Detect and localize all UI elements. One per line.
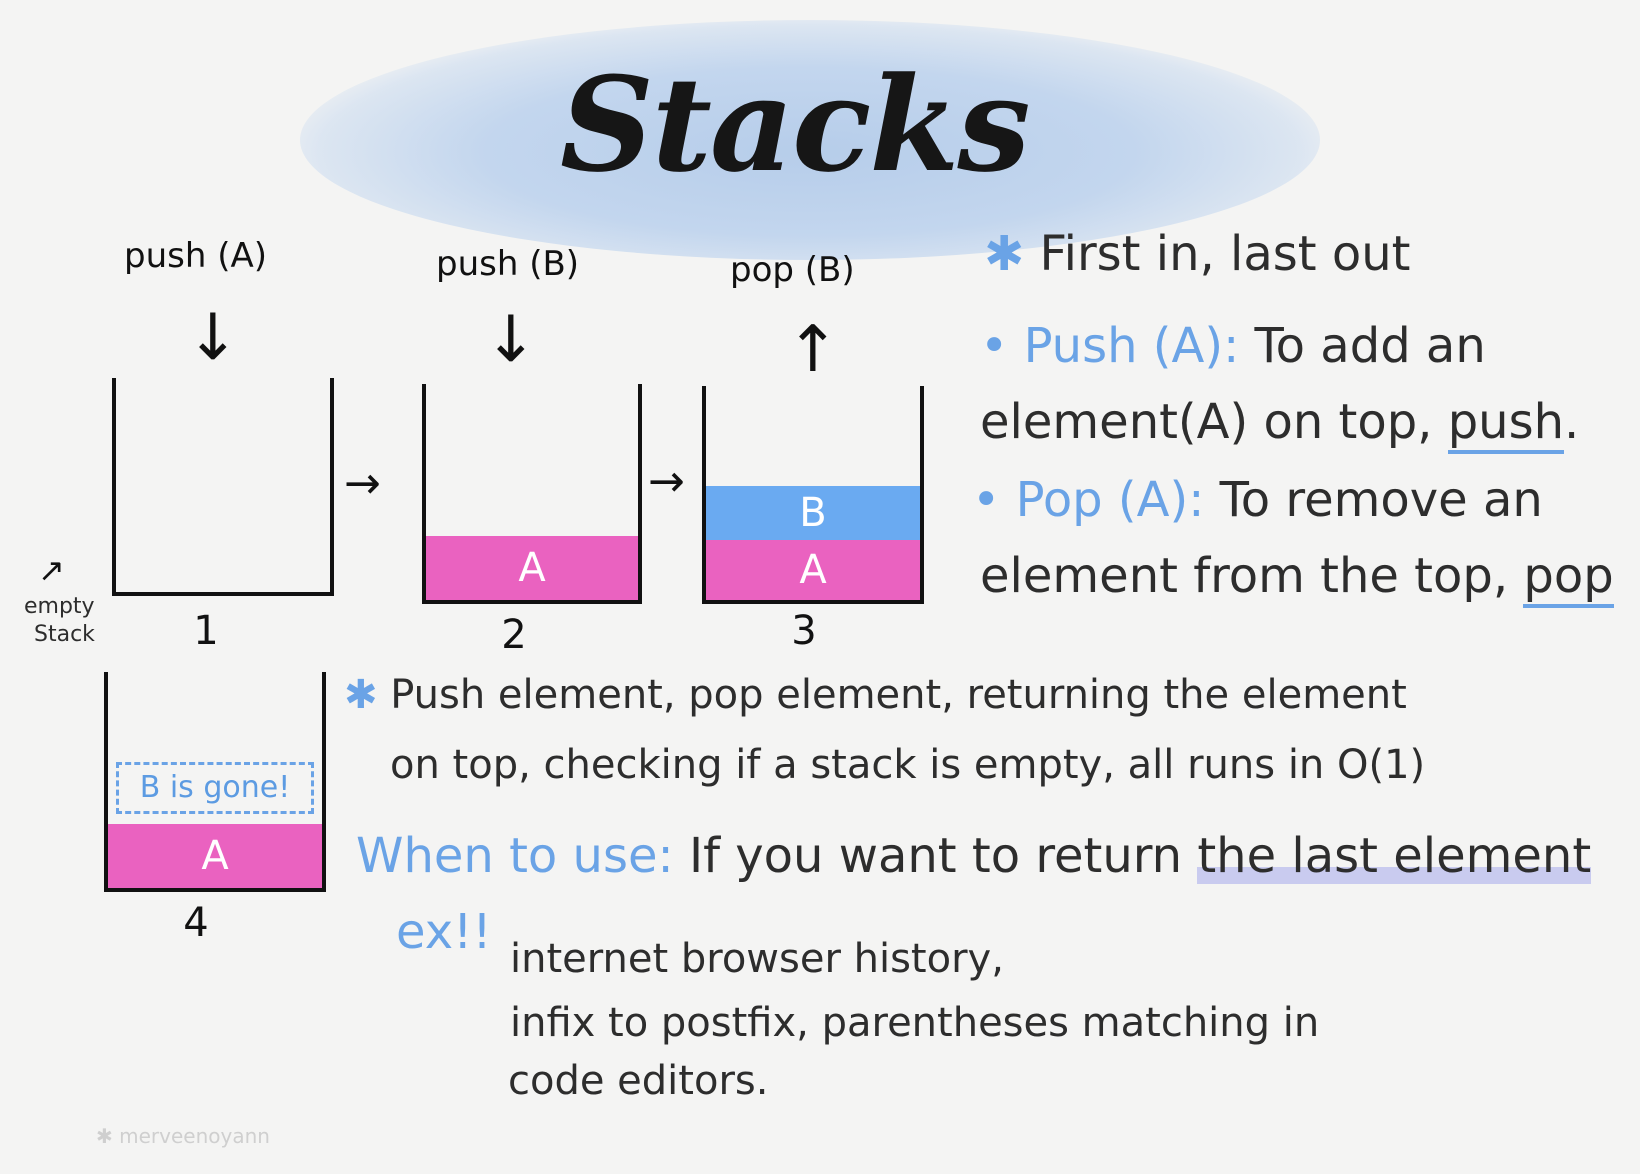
pop-definition-line2: element from the top, pop xyxy=(980,548,1614,608)
arrow-down-icon: ↓ xyxy=(186,301,240,375)
example-line2: infix to postfix, parentheses matching i… xyxy=(510,1000,1320,1046)
example-line3: code editors. xyxy=(508,1058,769,1104)
empty-stack-label: empty xyxy=(24,594,95,619)
transition-arrow-icon: → xyxy=(648,456,685,507)
stack-cell-a: A xyxy=(108,824,322,888)
pop-keyword: pop xyxy=(1523,548,1614,608)
stack-cell-a: A xyxy=(706,540,920,600)
stack-cell-b: B xyxy=(706,486,920,540)
when-to-use: When to use: If you want to return the l… xyxy=(356,828,1592,884)
step-number-3: 3 xyxy=(791,608,817,654)
example-line1: internet browser history, xyxy=(510,936,1004,982)
push-line1: To add an xyxy=(1254,318,1486,374)
push-term: Push (A): xyxy=(1023,318,1240,374)
transition-arrow-icon: → xyxy=(344,458,381,509)
push-definition-line2: element(A) on top, push. xyxy=(980,394,1579,454)
op-label-push-b: push (B) xyxy=(436,244,580,284)
asterisk-icon: ✱ xyxy=(344,672,378,718)
step-number-4: 4 xyxy=(183,900,209,946)
complexity-line1: Push element, pop element, returning the… xyxy=(390,672,1407,718)
stack-step-3: A B xyxy=(702,386,924,604)
when-to-use-highlight: the last element xyxy=(1197,828,1592,884)
op-label-pop-b: pop (B) xyxy=(730,250,855,290)
pop-definition: • Pop (A): To remove an xyxy=(972,472,1543,528)
when-to-use-text: If you want to return xyxy=(688,828,1183,884)
op-label-push-a: push (A) xyxy=(124,236,267,276)
gone-element-outline: B is gone! xyxy=(116,762,314,814)
pointer-arrow-icon: ↗ xyxy=(38,551,65,589)
empty-stack-label-line2: Stack xyxy=(34,622,95,647)
pop-term: Pop (A): xyxy=(1015,472,1205,528)
pop-line2: element from the top, xyxy=(980,548,1509,604)
step-number-2: 2 xyxy=(501,612,527,658)
when-to-use-label: When to use: xyxy=(356,828,674,884)
push-line2: element(A) on top, xyxy=(980,394,1433,450)
arrow-up-icon: ↑ xyxy=(786,313,840,387)
asterisk-icon: ✱ xyxy=(984,226,1025,282)
push-definition: • Push (A): To add an xyxy=(980,318,1486,374)
arrow-down-icon: ↓ xyxy=(484,303,538,377)
stack-step-4: B is gone! A xyxy=(104,672,326,892)
stack-step-1 xyxy=(112,378,334,596)
step-number-1: 1 xyxy=(193,608,219,654)
lifo-text: First in, last out xyxy=(1039,226,1411,282)
pop-line1: To remove an xyxy=(1219,472,1543,528)
lifo-note: ✱ First in, last out xyxy=(984,226,1410,282)
bullet-icon: • xyxy=(980,318,1009,374)
title-watercolor-background xyxy=(300,20,1320,260)
bullet-icon: • xyxy=(972,472,1001,528)
complexity-line2: on top, checking if a stack is empty, al… xyxy=(390,742,1426,788)
examples-label: ex!! xyxy=(396,904,492,960)
asterisk-icon: ✱ xyxy=(96,1124,113,1148)
stack-step-2: A xyxy=(422,384,642,604)
watermark-text: merveenoyann xyxy=(119,1124,270,1148)
stack-cell-a: A xyxy=(426,536,638,600)
page-title: Stacks xyxy=(560,48,1031,201)
watermark: ✱ merveenoyann xyxy=(96,1124,270,1148)
complexity-note: ✱ Push element, pop element, returning t… xyxy=(344,672,1407,718)
push-keyword: push xyxy=(1447,394,1565,454)
